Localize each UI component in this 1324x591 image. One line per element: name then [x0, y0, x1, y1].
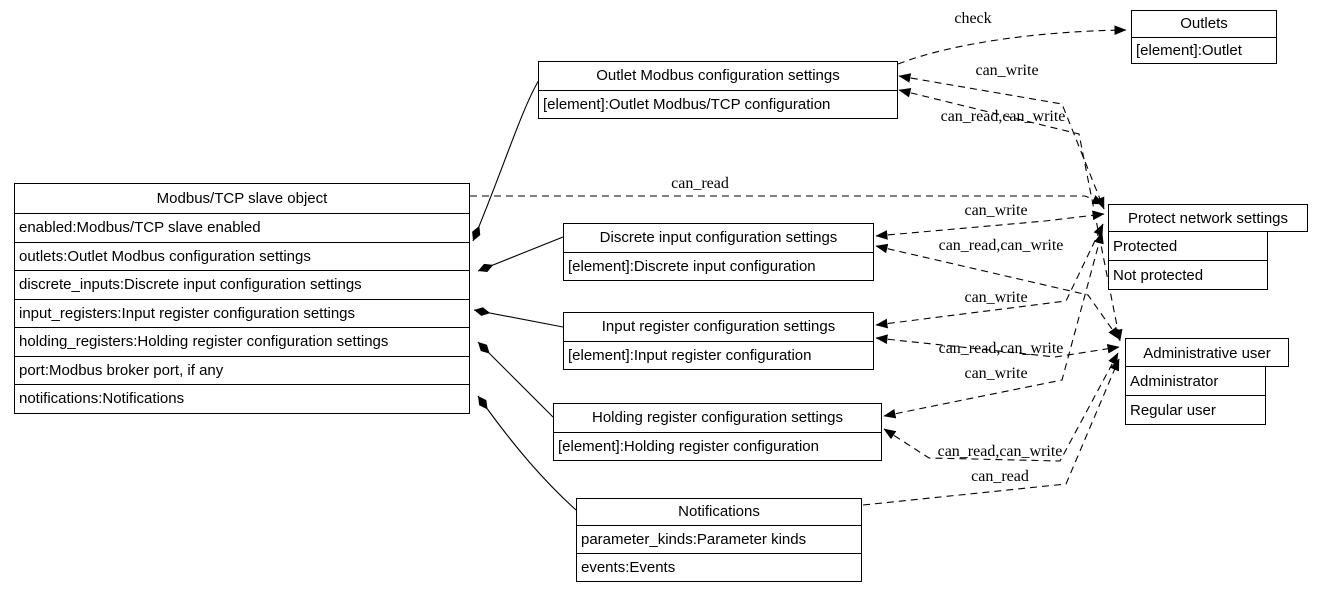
edge-label-holding-can-read-write: can_read,can_write: [937, 443, 1063, 460]
node-modbus-slave-title: Modbus/TCP slave object: [156, 190, 328, 207]
node-admin-user-row-administrator: Administrator: [1125, 366, 1266, 396]
node-outlets-row-element: [element]:Outlet: [1132, 37, 1276, 63]
edge-notifications-can-read: [862, 358, 1120, 506]
edge-label-holding-can-write: can_write: [964, 365, 1028, 382]
node-input-config: Input register configuration settings [e…: [563, 312, 874, 370]
edge-label-outlet-can-write: can_write: [975, 62, 1039, 79]
node-notifications-row-parameter-kinds: parameter_kinds:Parameter kinds: [577, 525, 861, 553]
node-modbus-slave-row-discrete-inputs: discrete_inputs:Discrete input configura…: [15, 270, 469, 299]
edge-label-outlet-can-read-write: can_read,can_write: [940, 108, 1066, 125]
node-admin-user-row-regular-user: Regular user: [1125, 395, 1266, 425]
node-notifications: Notifications parameter_kinds:Parameter …: [576, 498, 862, 582]
edge-input-composition: [473, 307, 564, 328]
edge-holding-can-write: [883, 231, 1104, 419]
edge-outlets-composition: [472, 79, 540, 242]
edge-label-input-can-read-write: can_read,can_write: [938, 340, 1064, 357]
edge-label-discrete-can-write: can_write: [964, 202, 1028, 219]
node-modbus-slave-row-input-registers: input_registers:Input register configura…: [15, 298, 469, 328]
node-outlets: Outlets [element]:Outlet: [1131, 10, 1277, 64]
edge-notifications-composition: [477, 395, 577, 511]
node-modbus-slave-row-enabled: enabled:Modbus/TCP slave enabled: [15, 213, 469, 242]
node-discrete-config-row-element: [element]:Discrete input configuration: [564, 252, 873, 280]
permission-edges: [470, 25, 1127, 506]
edge-label-input-can-write: can_write: [964, 289, 1028, 306]
edge-discrete-composition: [477, 236, 564, 273]
node-protect-network-row-protected: Protected: [1108, 231, 1268, 261]
node-notifications-title: Notifications: [678, 503, 760, 520]
edge-check: [897, 25, 1127, 65]
node-outlet-config: Outlet Modbus configuration settings [el…: [538, 61, 898, 119]
node-discrete-config: Discrete input configuration settings [e…: [563, 223, 874, 281]
node-modbus-slave-row-outlets: outlets:Outlet Modbus configuration sett…: [15, 241, 469, 271]
node-holding-config-row-element: [element]:Holding register configuration: [554, 432, 881, 460]
edge-label-discrete-can-read-write: can_read,can_write: [938, 237, 1064, 254]
edge-label-notifications-can-read: can_read: [971, 468, 1029, 485]
edge-discrete-can-write: [875, 210, 1105, 240]
edge-holding-can-read-write: [883, 352, 1119, 462]
node-holding-config-title: Holding register configuration settings: [592, 409, 843, 426]
node-modbus-slave-row-holding-registers: holding_registers:Holding register confi…: [15, 327, 469, 356]
edge-outlet-can-write: [898, 73, 1105, 210]
node-outlet-config-row-element: [element]:Outlet Modbus/TCP configuratio…: [539, 90, 897, 118]
edge-label-modbus-can-read: can_read: [671, 175, 729, 192]
edge-label-check: check: [954, 10, 992, 27]
node-input-config-row-element: [element]:Input register configuration: [564, 341, 873, 369]
node-input-config-title: Input register configuration settings: [601, 318, 836, 335]
node-modbus-slave-row-notifications: notifications:Notifications: [15, 384, 469, 413]
edge-holding-composition: [477, 341, 554, 418]
node-discrete-config-title: Discrete input configuration settings: [599, 229, 838, 246]
node-outlets-title: Outlets: [1180, 15, 1228, 32]
composition-edges: [472, 79, 577, 511]
node-protect-network-title: Protect network settings: [1108, 204, 1308, 232]
node-outlet-config-title: Outlet Modbus configuration settings: [596, 67, 840, 84]
node-modbus-slave: Modbus/TCP slave object enabled:Modbus/T…: [14, 183, 470, 414]
node-admin-user-title: Administrative user: [1125, 338, 1289, 367]
node-modbus-slave-row-port: port:Modbus broker port, if any: [15, 355, 469, 385]
node-holding-config: Holding register configuration settings …: [553, 403, 882, 461]
node-notifications-row-events: events:Events: [577, 553, 861, 581]
node-protect-network-row-not-protected: Not protected: [1108, 260, 1268, 290]
